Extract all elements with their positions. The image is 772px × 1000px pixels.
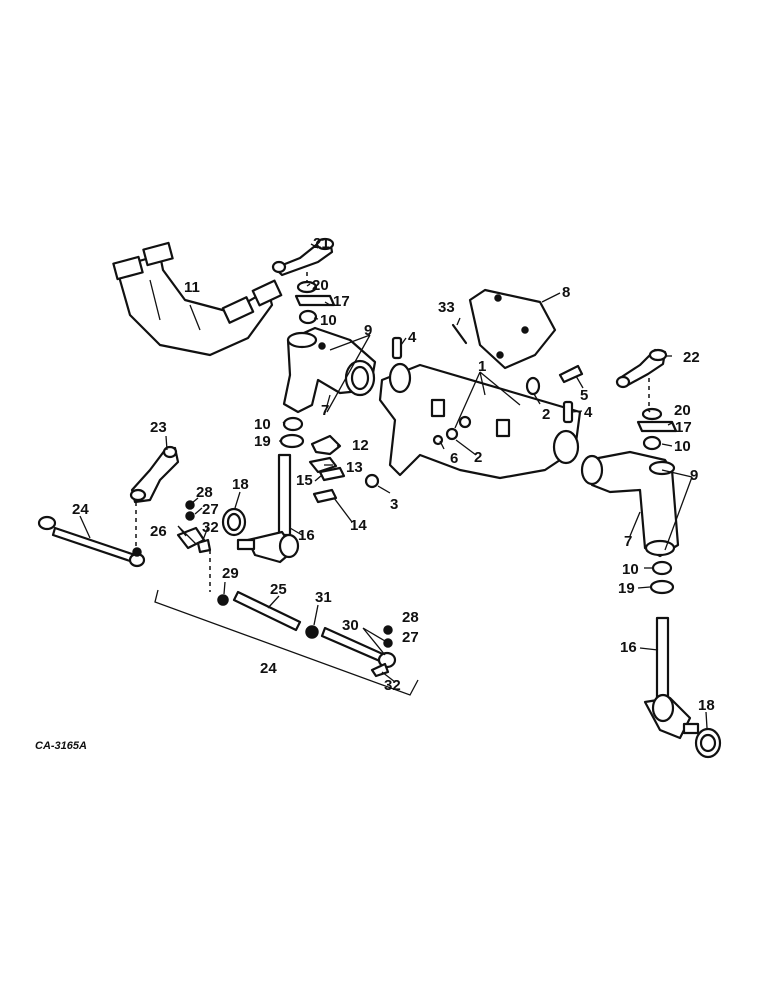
callout-32: 32 [202, 519, 219, 536]
callout-2: 2 [542, 406, 550, 423]
thrust-bearing-left [279, 433, 305, 449]
pin-lower [562, 400, 574, 424]
steering-arm-left [271, 237, 335, 277]
clamp-15 [318, 466, 346, 482]
bolt-33 [451, 323, 468, 345]
tie-rod-end [320, 626, 397, 669]
tie-rod-assembly-bracket [154, 589, 419, 696]
callout-5: 5 [580, 387, 588, 404]
callout-9: 9 [690, 467, 698, 484]
callout-13: 13 [346, 459, 363, 476]
callout-18: 18 [698, 697, 715, 714]
callout-7: 7 [321, 402, 329, 419]
callout-7: 7 [624, 533, 632, 550]
callout-10: 10 [674, 438, 691, 455]
callout-19: 19 [618, 580, 635, 597]
callout-16: 16 [298, 527, 315, 544]
callout-28: 28 [402, 609, 419, 626]
callout-12: 12 [352, 437, 369, 454]
grease-fitting-28-right [383, 625, 393, 635]
bushing-upper-left [298, 309, 318, 325]
pivot-bracket [468, 288, 557, 370]
bushing-upper-right [642, 435, 662, 451]
drag-link-left [37, 515, 146, 568]
callout-23: 23 [150, 419, 167, 436]
lock-nut-29 [217, 594, 229, 606]
cotter-pin-32-left [196, 538, 212, 554]
axle-support-bracket [112, 241, 283, 357]
callout-20: 20 [312, 277, 329, 294]
callout-32: 32 [384, 677, 401, 694]
figure-code: CA-3165A [35, 740, 87, 752]
nut-27-left [185, 511, 195, 521]
callout-10: 10 [254, 416, 271, 433]
callout-30: 30 [342, 617, 359, 634]
callout-27: 27 [202, 501, 219, 518]
pin-upper [391, 336, 403, 360]
tie-rod-tube [232, 590, 302, 632]
callout-22: 22 [683, 349, 700, 366]
hub-seal-left [221, 507, 247, 537]
grease-fitting [364, 473, 380, 489]
steering-knuckle-left [236, 453, 300, 564]
callout-27: 27 [402, 629, 419, 646]
callout-labels: 1 2 2 3 4 4 5 6 7 7 8 9 9 10 10 10 10 11… [72, 235, 715, 714]
lock-nut-31 [305, 625, 319, 639]
callout-18: 18 [232, 476, 249, 493]
thrust-bearing-right [649, 579, 675, 595]
callout-8: 8 [562, 284, 570, 301]
spindle-housing-left [282, 326, 377, 414]
leader-lines [79, 243, 708, 729]
clamp-14 [312, 488, 338, 504]
hub-seal-right [694, 727, 722, 759]
callout-16: 16 [620, 639, 637, 656]
seal-ring-right [641, 407, 663, 421]
steering-knuckle-right [643, 616, 700, 740]
callout-28: 28 [196, 484, 213, 501]
pivot-pin-5 [558, 364, 584, 384]
callout-25: 25 [270, 581, 287, 598]
callout-33: 33 [438, 299, 455, 316]
callout-4: 4 [408, 329, 417, 346]
callout-1: 1 [478, 358, 486, 375]
seal-ring-left [296, 280, 318, 294]
callout-17: 17 [675, 419, 692, 436]
callout-26: 26 [150, 523, 167, 540]
clamp-13 [308, 456, 338, 474]
steering-arm-right [615, 348, 668, 389]
callout-11: 11 [184, 279, 200, 296]
callout-29: 29 [222, 565, 239, 582]
callout-14: 14 [350, 517, 367, 534]
callout-31: 31 [315, 589, 332, 606]
callout-2: 2 [474, 449, 482, 466]
callout-9: 9 [364, 322, 372, 339]
clamp-12 [310, 434, 342, 456]
callout-24: 24 [72, 501, 89, 518]
bushing-lower-right [651, 560, 673, 576]
callout-20: 20 [674, 402, 691, 419]
callout-10: 10 [622, 561, 639, 578]
shim-left [294, 294, 336, 307]
nut-27-right [383, 638, 393, 648]
bushing-2-upper [525, 376, 541, 396]
callout-4: 4 [584, 404, 593, 421]
callout-19: 19 [254, 433, 271, 450]
shim-right [636, 420, 678, 433]
spindle-housing-right [580, 450, 680, 558]
center-steering-arm [129, 445, 180, 504]
bushing-lower-left [282, 416, 304, 432]
callout-6: 6 [450, 450, 458, 467]
callout-21: 21 [313, 235, 330, 252]
callout-24: 24 [260, 660, 277, 677]
front-axle-beam [378, 362, 582, 480]
callout-3: 3 [390, 496, 398, 513]
callout-15: 15 [296, 472, 313, 489]
callout-10: 10 [320, 312, 337, 329]
callout-17: 17 [333, 293, 350, 310]
